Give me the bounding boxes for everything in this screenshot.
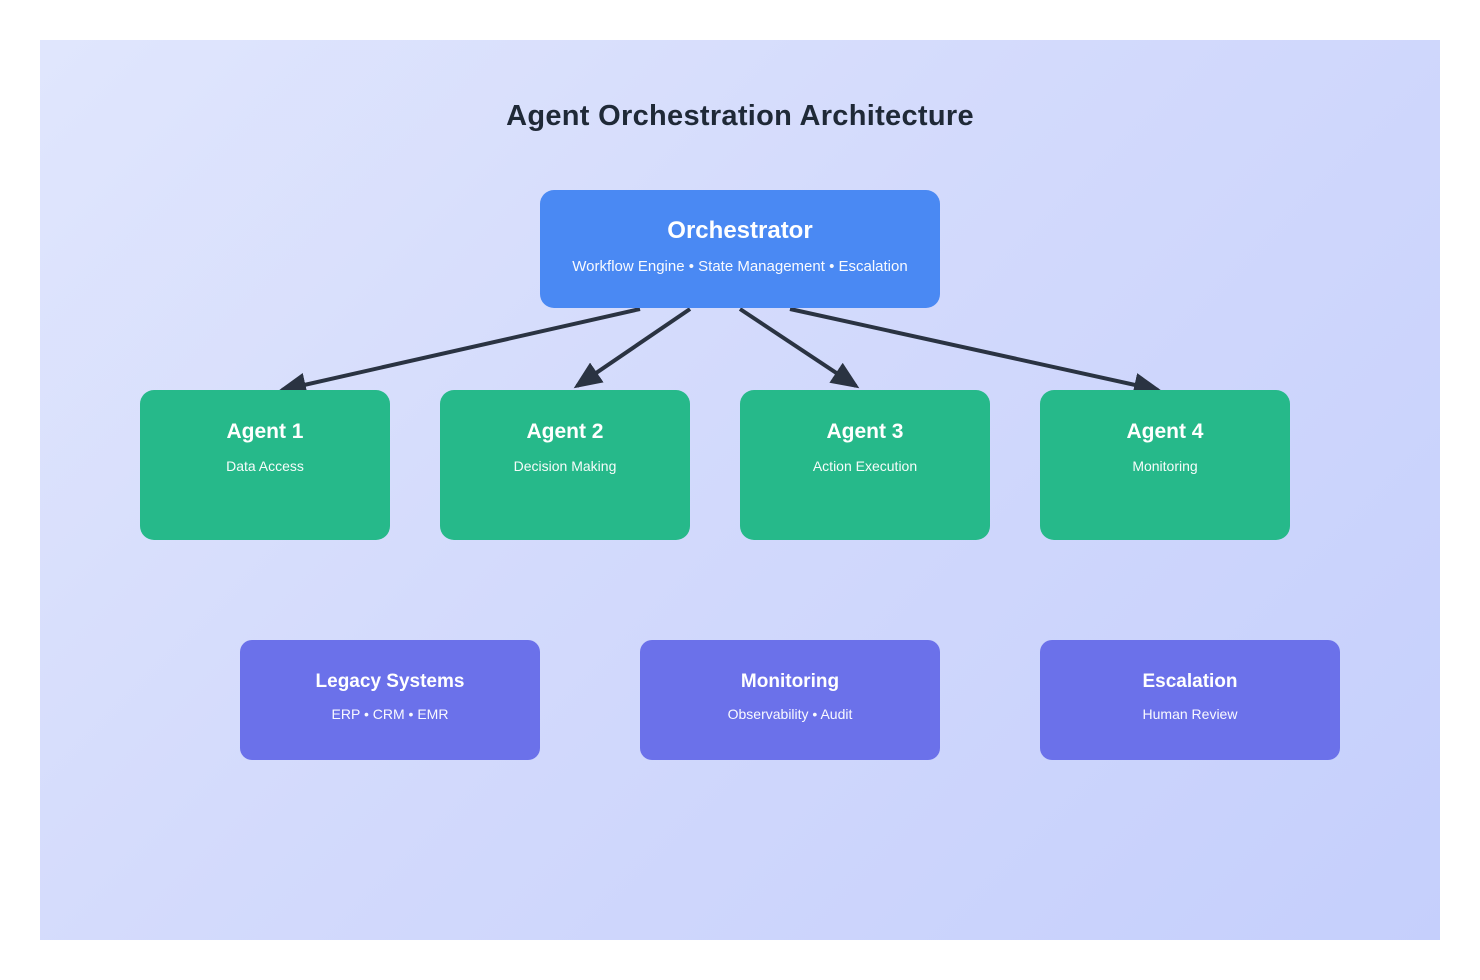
legacy-systems-subtitle: ERP • CRM • EMR — [331, 706, 449, 722]
monitoring-subtitle: Observability • Audit — [727, 706, 853, 722]
escalation-node: Escalation Human Review — [1040, 640, 1340, 760]
agent-3-node: Agent 3 Action Execution — [740, 390, 990, 540]
agent-1-node: Agent 1 Data Access — [140, 390, 390, 540]
legacy-systems-node: Legacy Systems ERP • CRM • EMR — [240, 640, 540, 760]
agent-4-node: Agent 4 Monitoring — [1040, 390, 1290, 540]
orchestrator-title: Orchestrator — [667, 217, 813, 244]
agent-2-node: Agent 2 Decision Making — [440, 390, 690, 540]
agent-3-subtitle: Action Execution — [812, 458, 918, 474]
monitoring-title: Monitoring — [740, 671, 840, 692]
agent-2-subtitle: Decision Making — [513, 458, 617, 474]
escalation-title: Escalation — [1142, 671, 1238, 692]
agent-2-title: Agent 2 — [526, 420, 604, 443]
orchestrator-subtitle: Workflow Engine • State Management • Esc… — [572, 258, 908, 275]
monitoring-node: Monitoring Observability • Audit — [640, 640, 940, 760]
legacy-systems-title: Legacy Systems — [315, 671, 465, 692]
orchestrator-node: Orchestrator Workflow Engine • State Man… — [540, 190, 940, 308]
agent-1-subtitle: Data Access — [226, 458, 304, 474]
agent-1-title: Agent 1 — [226, 420, 304, 443]
diagram-title: Agent Orchestration Architecture — [506, 100, 974, 132]
agent-4-title: Agent 4 — [1126, 420, 1204, 443]
escalation-subtitle: Human Review — [1142, 706, 1238, 722]
agent-3-title: Agent 3 — [826, 420, 904, 443]
agent-4-subtitle: Monitoring — [1132, 458, 1198, 474]
